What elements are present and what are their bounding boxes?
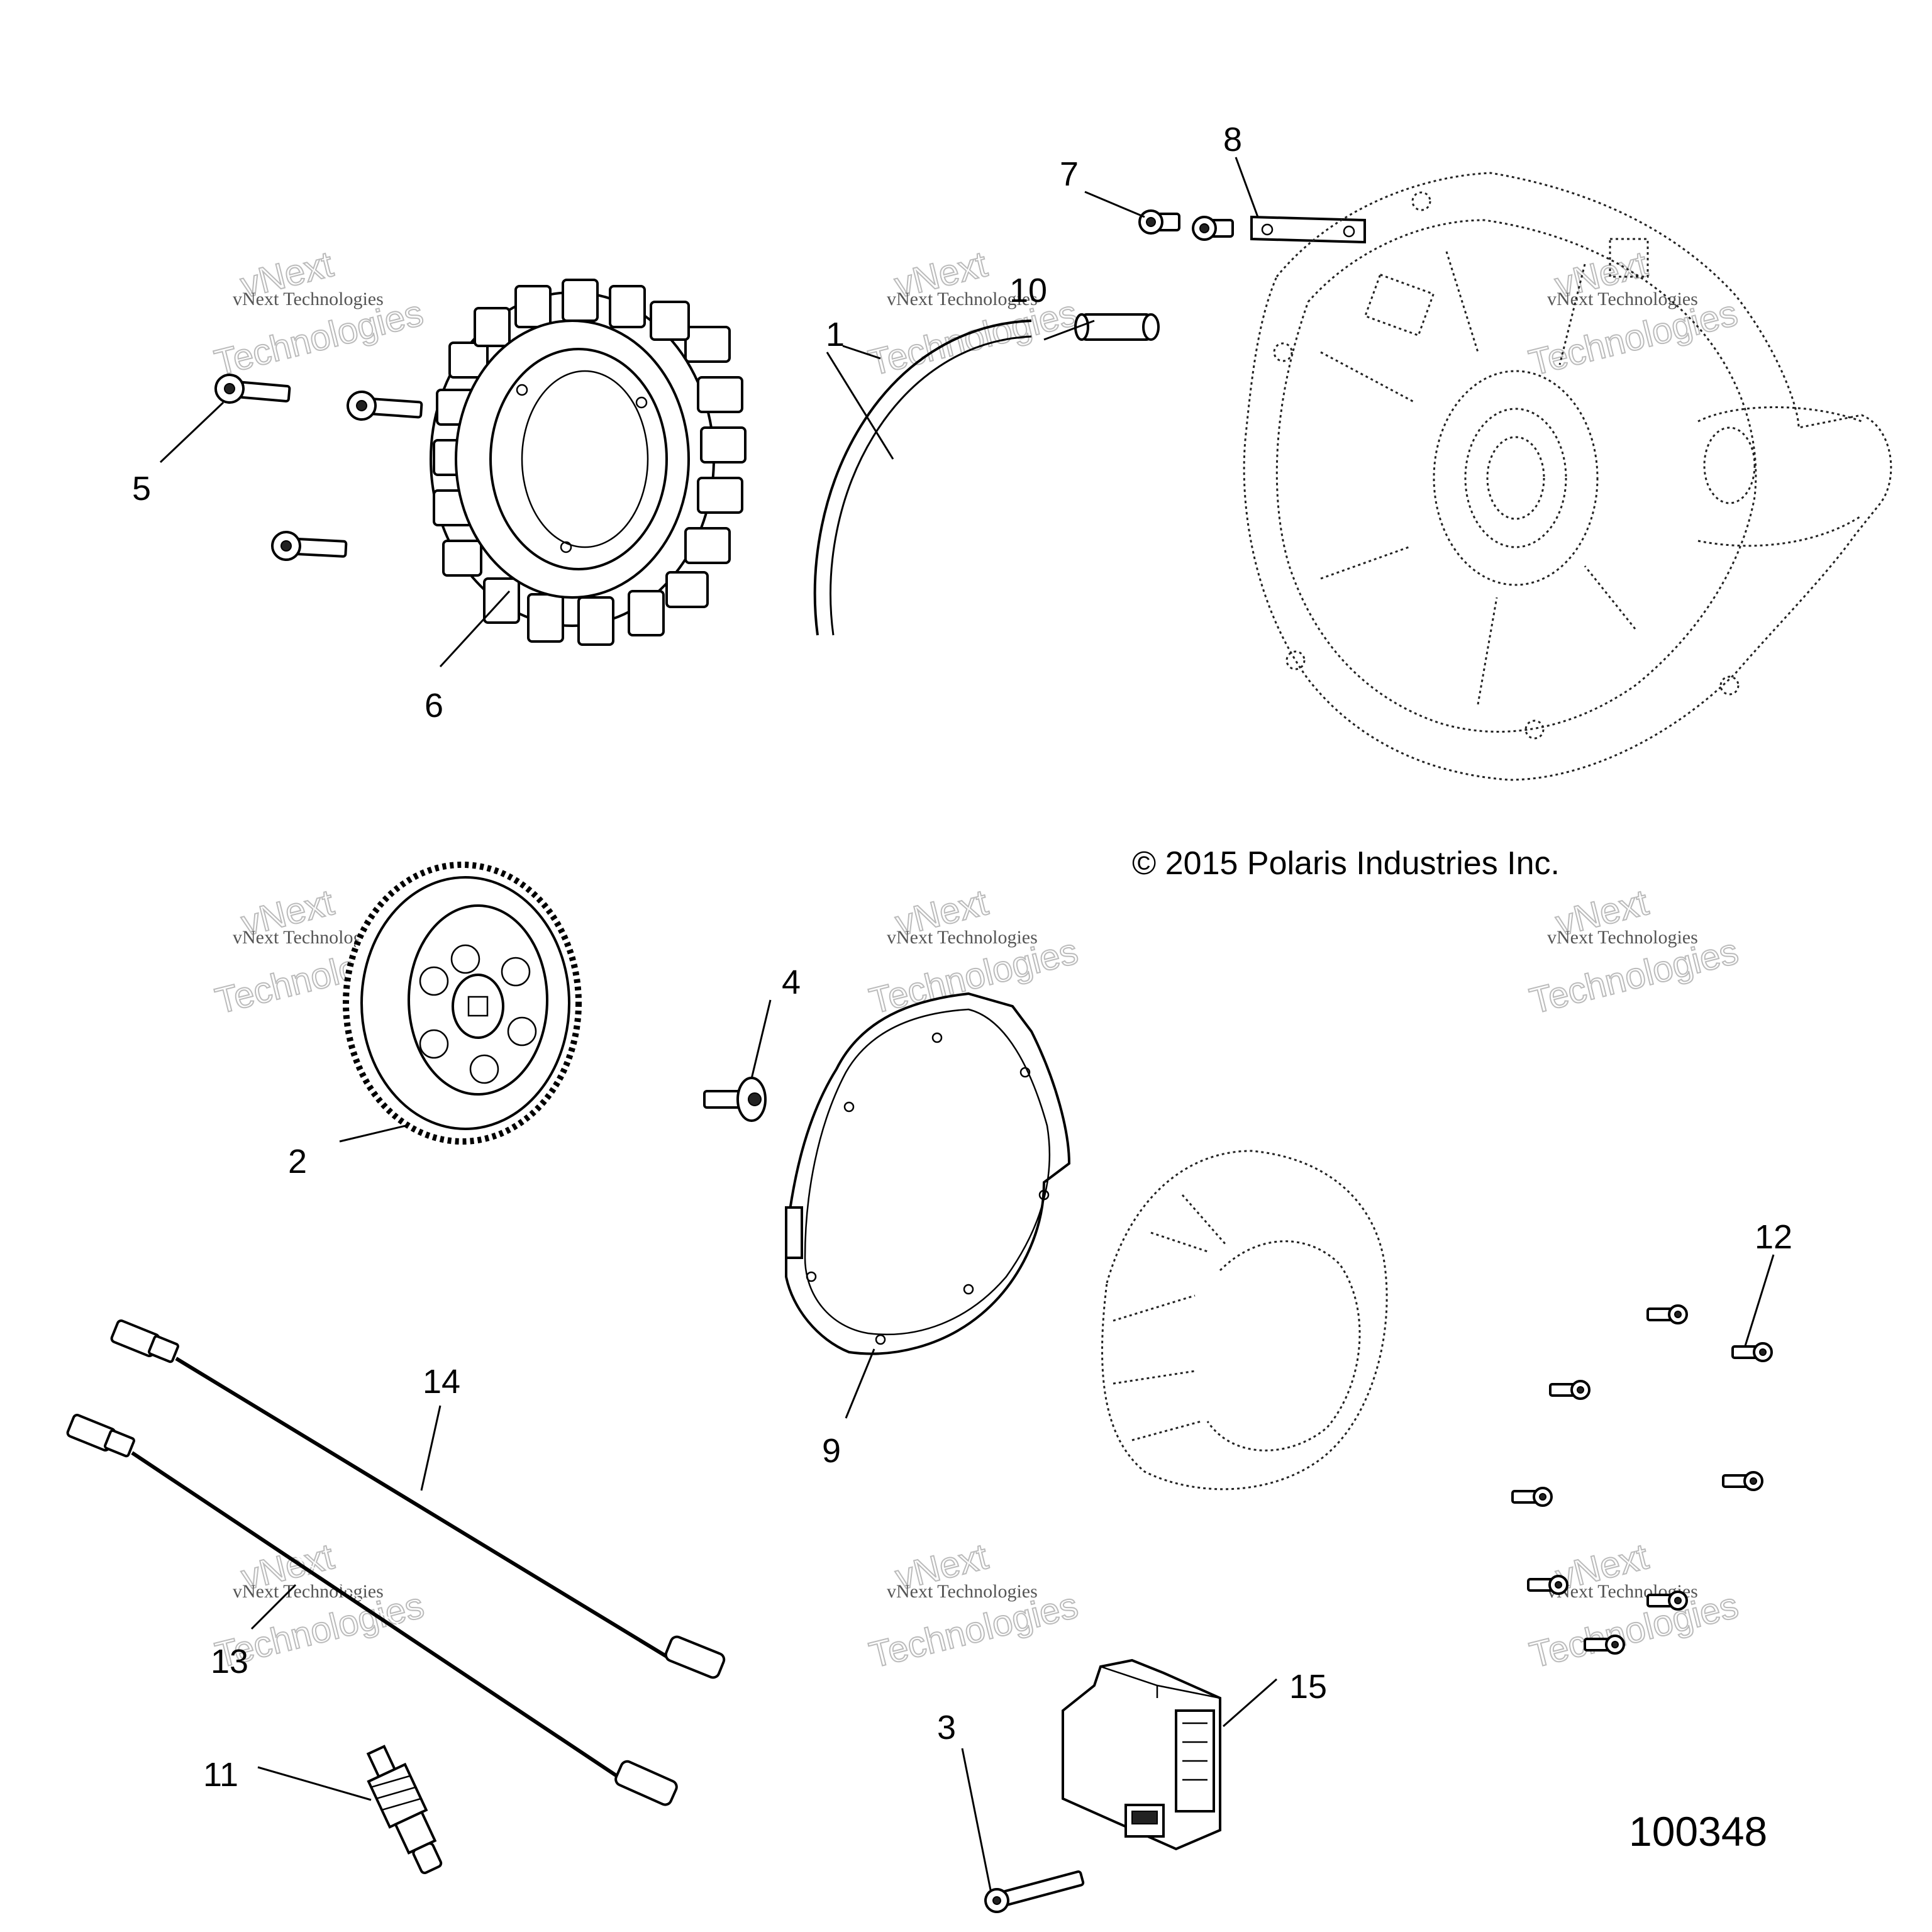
part-sensor-cable-13 (66, 1414, 678, 1806)
leader-15 (1223, 1678, 1277, 1728)
callout-14: 14 (423, 1363, 460, 1401)
part-housing-cover (1243, 172, 1892, 781)
part-sensor-cable-14 (110, 1319, 726, 1679)
part-flywheel-2 (343, 862, 582, 1145)
part-hose-1 (813, 319, 1032, 636)
leader-2 (339, 1124, 406, 1143)
callout-3: 3 (937, 1709, 956, 1746)
leader-lines (159, 157, 1775, 1890)
part-module-15 (1062, 1658, 1221, 1851)
part-gasket-9 (785, 992, 1071, 1355)
callout-2: 2 (288, 1143, 307, 1180)
leader-8 (1235, 157, 1259, 218)
leader-3 (961, 1748, 992, 1890)
watermark-text: vNext Technologies (887, 289, 1038, 309)
part-small-cover (1101, 1150, 1388, 1491)
leader-13 (250, 1584, 297, 1630)
callout-13: 13 (211, 1643, 248, 1680)
callout-15: 15 (1289, 1668, 1327, 1706)
leader-10 (1043, 319, 1095, 341)
part-bolts-12 (1511, 1304, 1773, 1655)
part-spark-plug-11 (366, 1745, 443, 1874)
callout-6: 6 (425, 687, 443, 724)
watermark-text: vNext Technologies (1547, 927, 1698, 948)
callout-9: 9 (822, 1432, 841, 1470)
leader-11 (257, 1766, 372, 1801)
part-screws-5 (214, 374, 423, 561)
callout-8: 8 (1223, 121, 1242, 158)
callout-1: 1 (826, 316, 845, 353)
leader-7 (1084, 191, 1145, 218)
leader-9 (845, 1348, 875, 1419)
part-fitting-10 (1074, 313, 1160, 341)
leader-5 (159, 401, 225, 464)
callout-10: 10 (1009, 272, 1047, 309)
part-screws-7 (1138, 209, 1234, 241)
leader-6 (439, 590, 511, 668)
copyright-text: © 2015 Polaris Industries Inc. (1132, 845, 1560, 882)
leader-1 (826, 352, 894, 460)
watermark-text: vNext Technologies (887, 1581, 1038, 1602)
watermark-text: vNext Technologies (1547, 289, 1698, 309)
leader-12 (1744, 1254, 1775, 1346)
watermark-text: vNext Technologies (233, 289, 384, 309)
leader-4 (750, 999, 772, 1079)
part-stator-6 (430, 279, 747, 646)
document-number: 100348 (1629, 1808, 1767, 1855)
callout-5: 5 (132, 470, 151, 508)
part-bolt-4 (703, 1077, 767, 1122)
callout-4: 4 (782, 963, 801, 1001)
callout-7: 7 (1060, 155, 1079, 193)
watermark-text: vNext Technologies (887, 927, 1038, 948)
callout-11: 11 (203, 1756, 238, 1794)
callout-12: 12 (1755, 1218, 1792, 1256)
part-bracket-8 (1250, 215, 1366, 244)
part-bolt-3 (984, 1870, 1085, 1913)
leader-14 (420, 1405, 441, 1491)
